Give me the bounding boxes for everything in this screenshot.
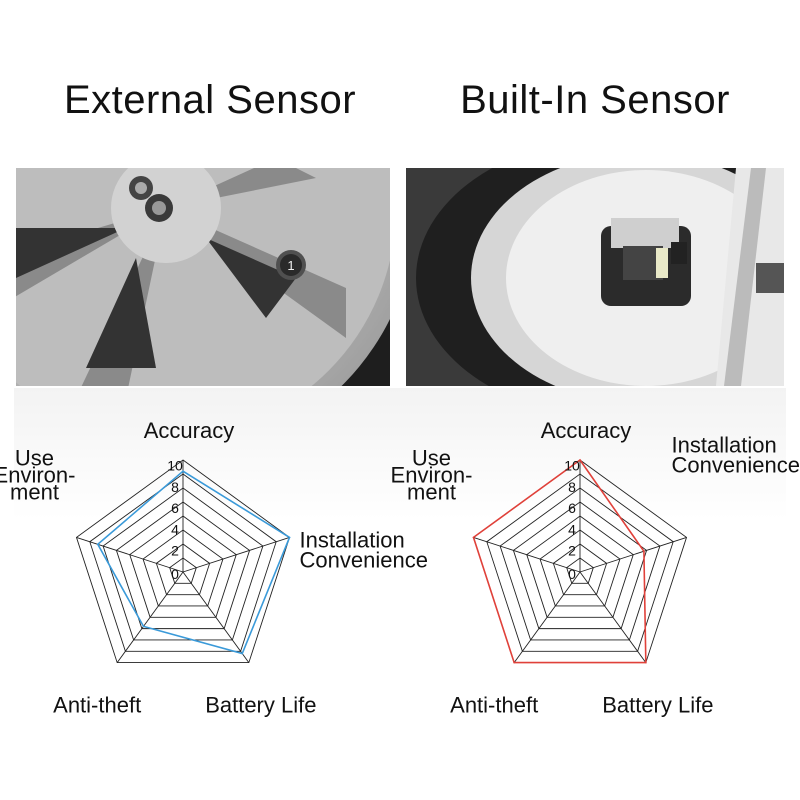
axis-label-line: Battery Life (205, 693, 316, 718)
axis-spoke-3 (513, 571, 581, 663)
tick-label-4: 4 (171, 521, 179, 537)
external-sensor-title: External Sensor (63, 78, 357, 122)
tick-label-6: 6 (568, 500, 576, 516)
axis-label-line: Accuracy (541, 418, 631, 443)
grid-ring-2 (552, 543, 608, 596)
tick-label-10: 10 (167, 458, 183, 474)
axis-label-line: ment (10, 479, 59, 504)
data-point-4 (472, 536, 475, 539)
tick-label-0: 0 (568, 566, 576, 582)
axis-spoke-2 (182, 571, 250, 663)
axis-spoke-4 (473, 536, 581, 573)
axis-label-2: Battery Life (602, 693, 713, 718)
axis-label-line: Convenience (672, 452, 800, 477)
axis-label-line: Installation (672, 432, 777, 457)
grid-ring-6 (102, 487, 264, 641)
grid-ring-1 (566, 557, 594, 584)
axis-label-line: Accuracy (144, 418, 234, 443)
axis-label-line: Battery Life (602, 693, 713, 718)
grid-ring-3 (142, 529, 224, 607)
grid-ring-7 (486, 473, 674, 652)
axis-label-3: Anti-theft (450, 693, 538, 718)
tick-label-2: 2 (568, 543, 576, 559)
tick-label-0: 0 (171, 566, 179, 582)
tick-label-10: 10 (564, 458, 580, 474)
axis-spoke-3 (116, 571, 184, 663)
data-point-1 (643, 550, 645, 553)
axis-spoke-1 (182, 536, 290, 573)
tick-label-2: 2 (171, 543, 179, 559)
axis-label-line: Use (412, 445, 451, 470)
data-point-3 (513, 661, 515, 664)
data-point-4 (96, 543, 99, 546)
grid-ring-6 (499, 487, 661, 641)
axis-label-0: Accuracy (541, 418, 631, 443)
grid-ring-4 (129, 515, 237, 618)
axis-label-3: Anti-theft (53, 693, 141, 718)
built-in-sensor-photo (406, 168, 784, 386)
axis-label-line: Environ- (0, 462, 75, 487)
data-point-2 (241, 652, 244, 655)
data-point-3 (142, 625, 145, 628)
grid-ring-4 (526, 515, 634, 618)
data-point-1 (288, 536, 291, 539)
external-sensor-photo: 1 (16, 168, 390, 386)
built-in-sensor-title: Built-In Sensor (460, 78, 730, 122)
axis-label-line: Anti-theft (53, 693, 141, 718)
grid-ring-5 (512, 501, 648, 630)
data-point-2 (645, 661, 647, 664)
axis-label-line: ment (407, 479, 456, 504)
axis-label-line: Installation (300, 527, 405, 552)
axis-label-line: Environ- (391, 462, 473, 487)
axis-label-0: Accuracy (144, 418, 234, 443)
axis-spoke-4 (76, 536, 184, 573)
svg-text:1: 1 (287, 258, 294, 273)
tick-label-8: 8 (171, 479, 179, 495)
series-polygon-0 (96, 470, 291, 655)
axis-label-line: Use (15, 445, 54, 470)
tick-label-8: 8 (568, 479, 576, 495)
grid-ring-7 (89, 473, 277, 652)
axis-label-line: Convenience (300, 547, 428, 572)
grid-ring-3 (539, 529, 621, 607)
grid-ring-8 (75, 459, 291, 664)
tick-label-4: 4 (568, 521, 576, 537)
axis-spoke-2 (579, 571, 647, 663)
grid-ring-1 (169, 557, 197, 584)
data-point-0 (579, 459, 581, 461)
axis-label-line: Anti-theft (450, 693, 538, 718)
grid-ring-5 (115, 501, 251, 630)
tick-label-6: 6 (171, 500, 179, 516)
axis-spoke-1 (579, 536, 687, 573)
grid-ring-2 (155, 543, 211, 596)
data-point-0 (182, 470, 184, 472)
axis-label-2: Battery Life (205, 693, 316, 718)
series-polygon-0 (472, 458, 647, 664)
